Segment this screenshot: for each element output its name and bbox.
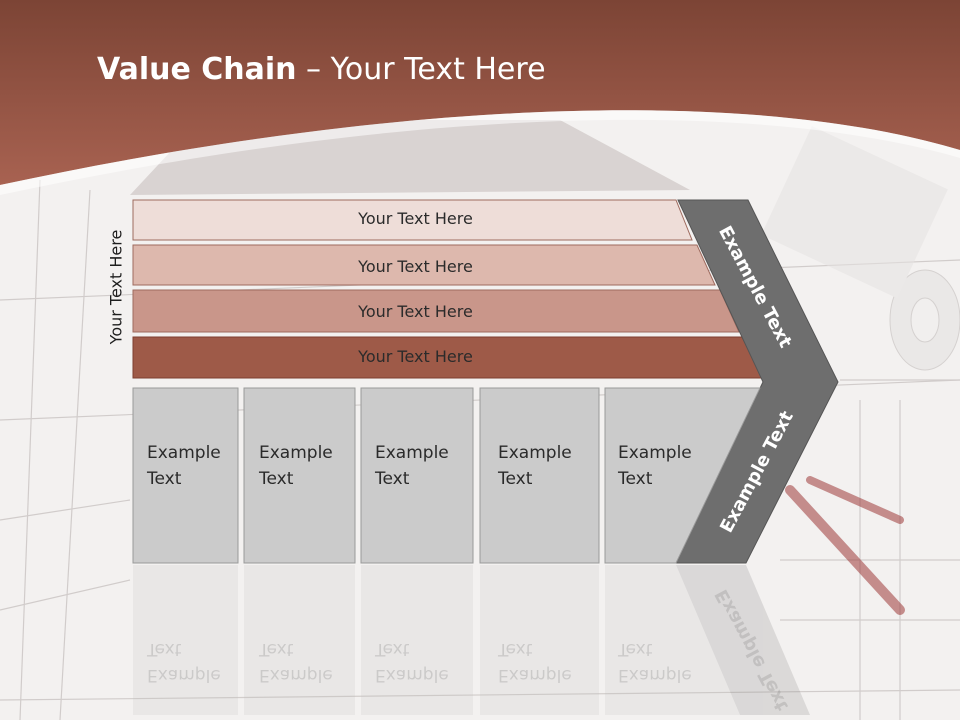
- box-4-line1: Example: [498, 443, 572, 463]
- slide-title: Value Chain – Your Text Here: [97, 52, 546, 87]
- box-3-reflection-line1: Example: [375, 665, 449, 685]
- band-3-label: Your Text Here: [358, 302, 473, 321]
- box-3-reflection-line2: Text: [375, 639, 410, 659]
- box-5-line1: Example: [618, 443, 692, 463]
- box-2-reflection-line2: Text: [259, 639, 294, 659]
- box-1-line2: Text: [147, 469, 182, 489]
- box-5-reflection: Example Text: [618, 636, 692, 688]
- box-3-text: Example Text: [375, 440, 449, 492]
- box-5: [604, 387, 761, 564]
- box-1-reflection-line2: Text: [147, 639, 182, 659]
- box-1-reflection-line1: Example: [147, 665, 221, 685]
- box-4-text: Example Text: [498, 440, 572, 492]
- title-rest: – Your Text Here: [296, 52, 546, 87]
- box-2-reflection-line1: Example: [259, 665, 333, 685]
- box-2-text: Example Text: [259, 440, 333, 492]
- box-4-line2: Text: [498, 469, 533, 489]
- band-1-label: Your Text Here: [358, 209, 473, 228]
- box-4-reflection: Example Text: [498, 636, 572, 688]
- box-1-line1: Example: [147, 443, 221, 463]
- reflection: [133, 565, 810, 715]
- box-3-reflection: Example Text: [375, 636, 449, 688]
- band-2: [132, 244, 716, 286]
- box-2: [243, 387, 356, 564]
- band-1: [132, 199, 693, 241]
- box-5-reflection-line2: Text: [618, 639, 653, 659]
- band-2-label: Your Text Here: [358, 257, 473, 276]
- band-3: [132, 289, 740, 333]
- box-3-line2: Text: [375, 469, 410, 489]
- box-4-reflection-line1: Example: [498, 665, 572, 685]
- chevron-arrow: [675, 199, 839, 564]
- box-4: [479, 387, 600, 564]
- band-4-label: Your Text Here: [358, 347, 473, 366]
- box-5-text: Example Text: [618, 440, 692, 492]
- box-1: [132, 387, 239, 564]
- title-bold: Value Chain: [97, 52, 297, 87]
- box-2-line1: Example: [259, 443, 333, 463]
- box-2-reflection: Example Text: [259, 636, 333, 688]
- box-2-line2: Text: [259, 469, 294, 489]
- box-1-reflection: Example Text: [147, 636, 221, 688]
- box-5-reflection-line1: Example: [618, 665, 692, 685]
- box-3: [360, 387, 474, 564]
- box-3-line1: Example: [375, 443, 449, 463]
- box-4-reflection-line2: Text: [498, 639, 533, 659]
- box-1-text: Example Text: [147, 440, 221, 492]
- box-5-line2: Text: [618, 469, 653, 489]
